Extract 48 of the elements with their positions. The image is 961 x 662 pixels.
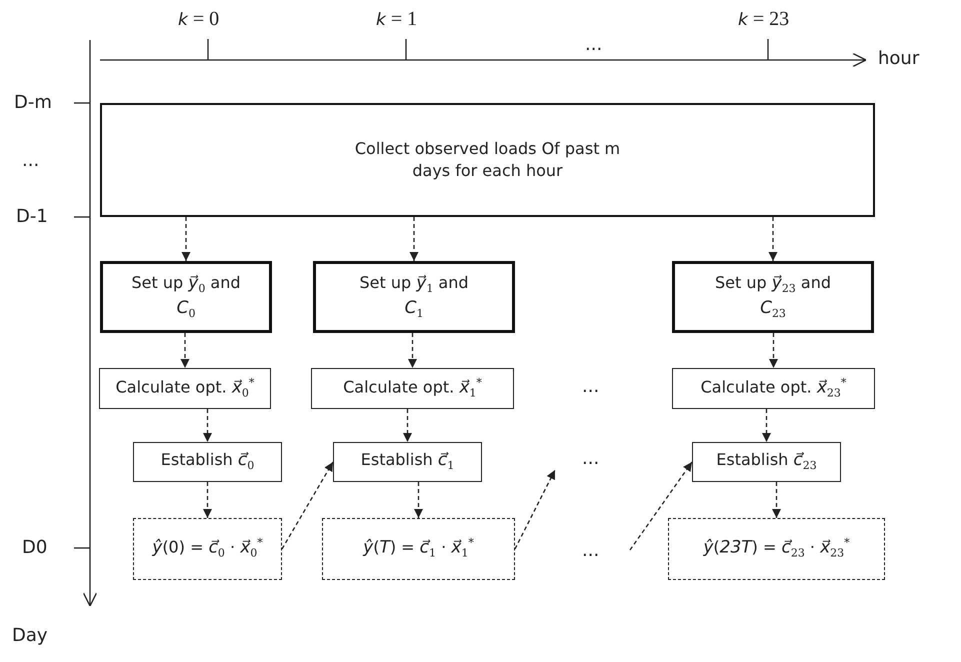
process-box (311, 368, 514, 409)
box-label: Establish c⃗$_{0}$ (160, 449, 254, 475)
axis-tick-label: k = 23 (738, 8, 790, 31)
ellipsis: ... (582, 376, 600, 397)
ellipsis: ... (582, 448, 600, 469)
process-box (133, 442, 282, 482)
process-box (333, 442, 482, 482)
axis-tick-label: k = 1 (376, 8, 418, 31)
box-label: Set up y⃗$_{1}$ and C$_{1}$ (358, 272, 470, 322)
arrow (402, 409, 412, 442)
row-label: D-m (14, 92, 52, 113)
process-box (100, 261, 272, 333)
arrow (202, 482, 212, 518)
arrow (768, 217, 778, 261)
axis-tick-label: k = 0 (178, 8, 220, 31)
arrow (414, 482, 424, 518)
ellipsis: ... (585, 34, 602, 55)
process-box (313, 261, 515, 333)
arrow (202, 409, 212, 442)
result-box (668, 518, 885, 580)
box-label: Set up y⃗$_{0}$ and C$_{0}$ (130, 272, 242, 322)
arrow (409, 217, 419, 261)
process-box (692, 442, 841, 482)
result-box (133, 518, 282, 580)
process-box (672, 261, 874, 333)
arrow (762, 409, 772, 442)
box-label: Set up y⃗$_{23}$ and C$_{23}$ (714, 272, 832, 322)
arrow (180, 333, 190, 368)
process-box (672, 368, 875, 409)
arrow (768, 333, 778, 368)
ellipsis: ... (582, 540, 600, 561)
arrow (281, 462, 334, 550)
process-box (99, 368, 271, 409)
result-box (322, 518, 515, 580)
box-label: Establish c⃗$_{1}$ (360, 449, 454, 475)
arrow (408, 333, 418, 368)
arrow (514, 470, 556, 550)
box-label: Collect observed loads Of past m days for each hour (354, 138, 622, 182)
box-label: Establish c⃗$_{23}$ (716, 449, 817, 475)
process-box (100, 103, 875, 217)
arrow (181, 217, 191, 261)
arrow (629, 462, 693, 550)
row-label: D-1 (16, 206, 48, 227)
ellipsis: ... (22, 150, 40, 171)
arrow (772, 482, 782, 518)
row-label: D0 (22, 537, 48, 558)
axis-label: hour (878, 48, 920, 69)
axis-label: Day (12, 625, 48, 646)
